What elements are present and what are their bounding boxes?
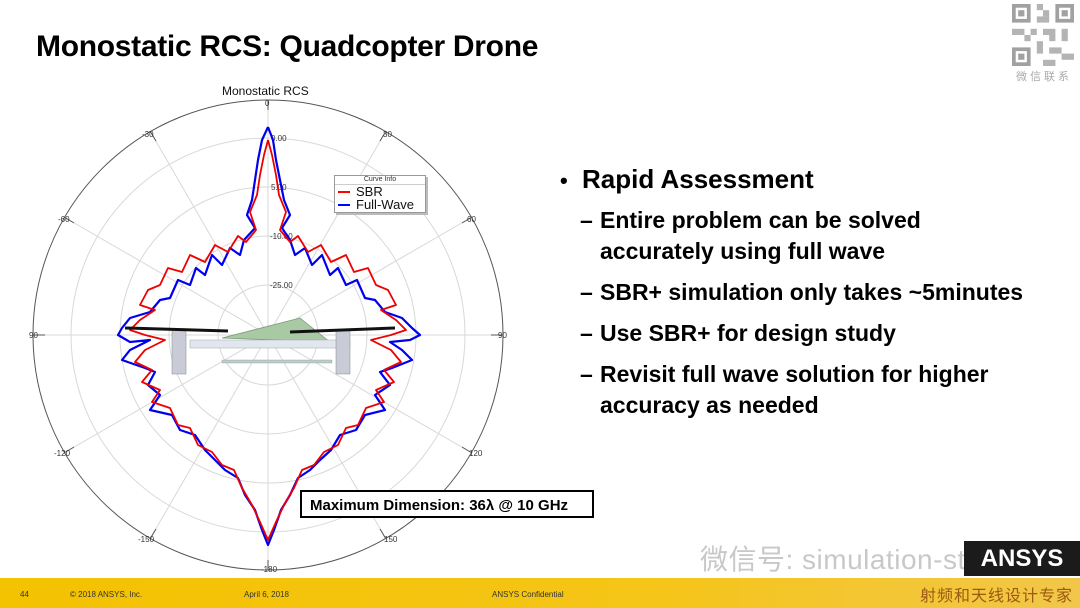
bullet-main: • Rapid Assessment: [560, 164, 1060, 195]
ansys-logo: ANSYS: [964, 541, 1080, 576]
polar-rcs-chart: 0 30 60 90 120 150 -180 -150 -120 90 -60…: [29, 99, 507, 574]
copyright: © 2018 ANSYS, Inc.: [70, 590, 143, 599]
svg-text:-180: -180: [261, 565, 278, 574]
svg-text:90: 90: [29, 331, 38, 340]
svg-text:5.00: 5.00: [271, 183, 287, 192]
sbr-swatch: [338, 190, 350, 193]
qr-caption: 微信联系: [1016, 71, 1072, 83]
svg-text:-60: -60: [58, 215, 70, 224]
chart-title: Monostatic RCS: [222, 84, 309, 98]
legend-label: Full-Wave: [356, 197, 415, 212]
svg-text:-25.00: -25.00: [270, 281, 293, 290]
sub-bullet-text: Revisit full wave solution for higher acc…: [600, 359, 989, 421]
qr-code-icon: [1012, 4, 1074, 66]
sub-bullet: – Entire problem can be solved accurately…: [580, 205, 1060, 267]
chart-legend: Curve Info SBR Full-Wave: [334, 175, 426, 213]
line: accuracy as needed: [600, 392, 819, 418]
svg-text:-150: -150: [138, 535, 155, 544]
svg-text:0.00: 0.00: [271, 134, 287, 143]
svg-text:150: 150: [384, 535, 398, 544]
sub-bullet-text: Entire problem can be solved accurately u…: [600, 205, 921, 267]
watermark-tagline: 射频和天线设计专家: [920, 588, 1074, 605]
svg-text:-120: -120: [54, 449, 71, 458]
page-number: 44: [20, 590, 29, 599]
footer-bar: 44 © 2018 ANSYS, Inc. April 6, 2018 ANSY…: [0, 578, 1080, 608]
bullet-dot-icon: •: [560, 168, 568, 193]
legend-item-fullwave: Full-Wave: [335, 198, 425, 211]
max-dimension-annotation: Maximum Dimension: 36λ @ 10 GHz: [300, 490, 594, 518]
legend-title: Curve Info: [335, 176, 425, 185]
dash-icon: –: [580, 320, 593, 346]
sub-bullet-text: Use SBR+ for design study: [600, 320, 896, 346]
line: Revisit full wave solution for higher: [600, 361, 989, 387]
svg-text:-10.00: -10.00: [270, 232, 293, 241]
bullet-main-text: Rapid Assessment: [582, 164, 814, 194]
bullet-list: • Rapid Assessment – Entire problem can …: [560, 164, 1060, 421]
dash-icon: –: [580, 279, 593, 305]
slide-title: Monostatic RCS: Quadcopter Drone: [36, 30, 539, 63]
svg-text:30: 30: [383, 130, 392, 139]
sub-bullet: – Use SBR+ for design study: [580, 318, 1060, 349]
fullwave-swatch: [338, 203, 350, 206]
sub-bullet: – SBR+ simulation only takes ~5minutes: [580, 277, 1060, 308]
sub-bullet-text: SBR+ simulation only takes ~5minutes: [600, 279, 1024, 305]
svg-text:60: 60: [467, 215, 476, 224]
dash-icon: –: [580, 361, 593, 387]
date: April 6, 2018: [244, 590, 289, 599]
confidential-label: ANSYS Confidential: [492, 590, 564, 599]
svg-text:90: 90: [498, 331, 507, 340]
sub-bullet: – Revisit full wave solution for higher a…: [580, 359, 1060, 421]
line: Entire problem can be solved: [600, 207, 921, 233]
svg-text:-30: -30: [142, 130, 154, 139]
line: accurately using full wave: [600, 238, 886, 264]
dash-icon: –: [580, 207, 593, 233]
svg-text:0: 0: [265, 99, 270, 108]
legend-item-sbr: SBR: [335, 185, 425, 198]
legend-label: SBR: [356, 184, 383, 199]
svg-text:120: 120: [469, 449, 483, 458]
